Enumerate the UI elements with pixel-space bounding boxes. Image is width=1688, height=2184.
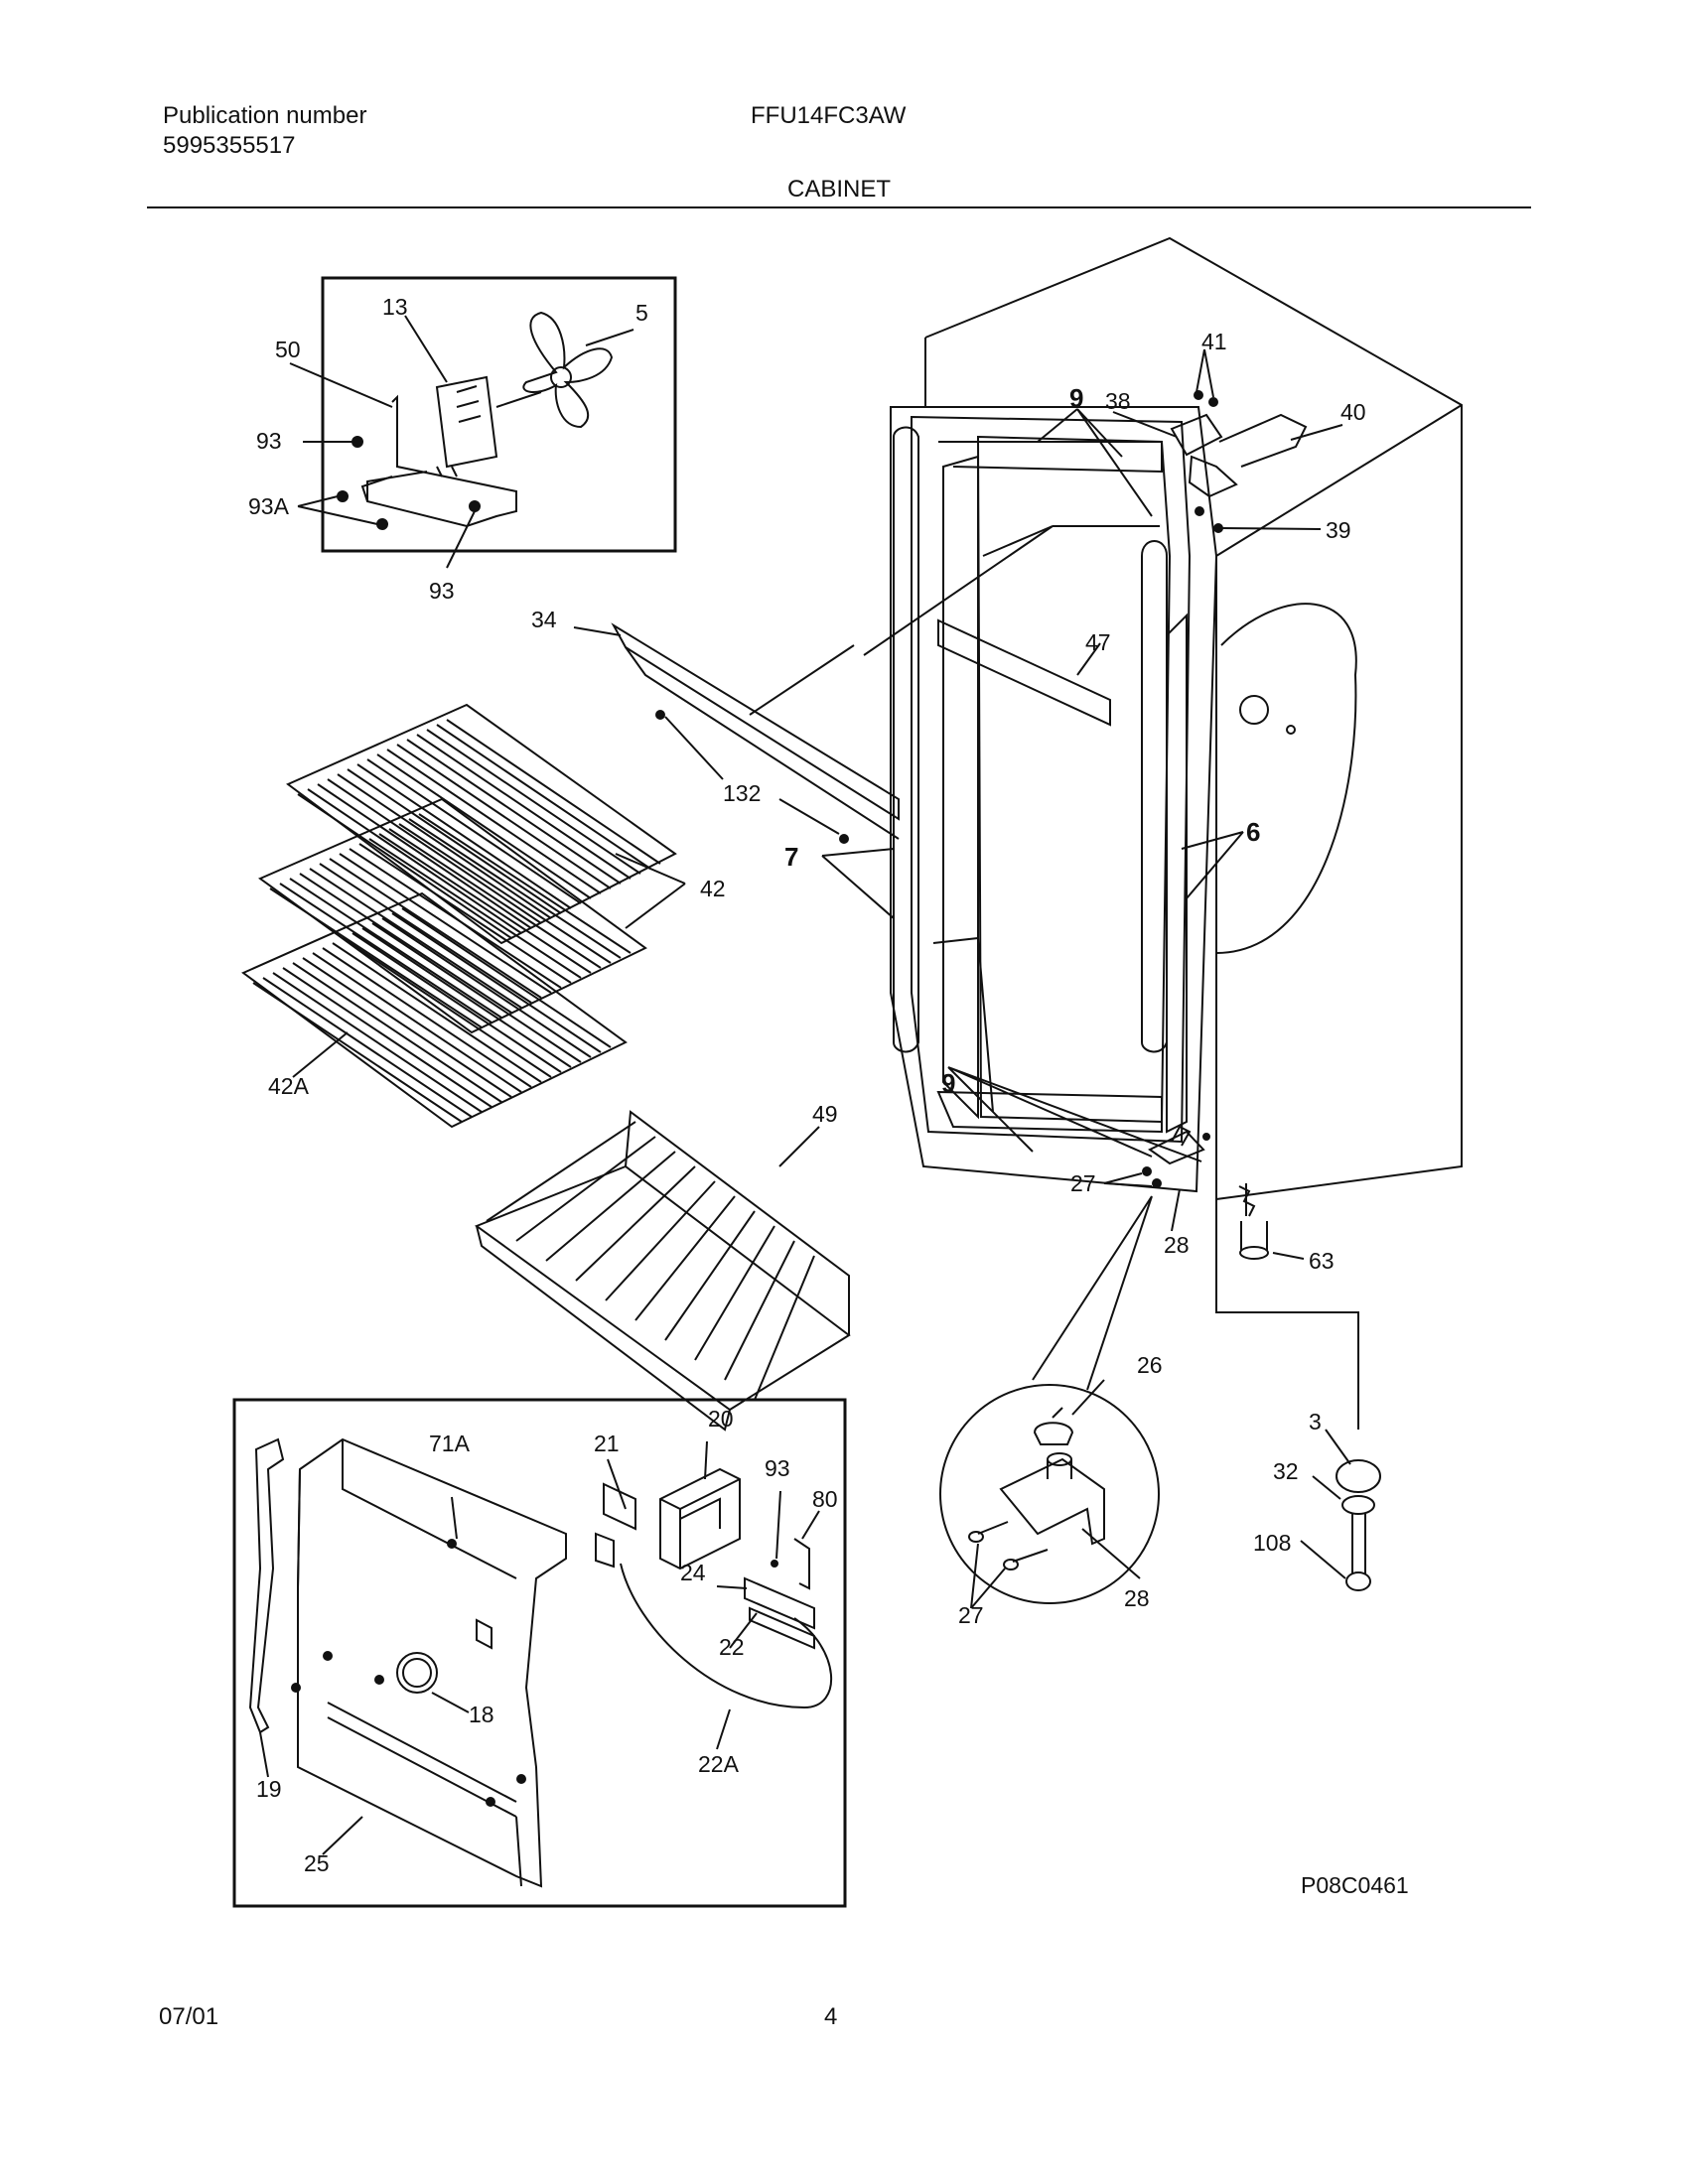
callout-42: 42	[700, 876, 726, 901]
callout-27-upper: 27	[1070, 1170, 1096, 1196]
callout-7: 7	[784, 842, 798, 872]
thermostat-drawing	[595, 1467, 833, 1709]
fan-motor-drawing	[337, 311, 614, 530]
part-callouts: 13 5 50 93 93A 93 9 38 41 40 39 34 47 13…	[248, 294, 1409, 1898]
callout-28-detail: 28	[1124, 1585, 1150, 1611]
hinge-detail-circle	[939, 1384, 1160, 1604]
callout-27-detail: 27	[958, 1602, 984, 1628]
callout-93-inset: 93	[765, 1455, 790, 1481]
callout-50: 50	[275, 337, 301, 362]
callout-80: 80	[812, 1486, 838, 1512]
callout-9-bottom: 9	[941, 1068, 955, 1098]
callout-38: 38	[1105, 388, 1131, 414]
callout-132: 132	[723, 780, 761, 806]
callout-25: 25	[304, 1850, 330, 1876]
callout-41: 41	[1201, 329, 1227, 354]
footer-page-number: 4	[824, 2003, 838, 2030]
section-title: CABINET	[787, 176, 892, 203]
hinge-detail-drawing	[968, 1407, 1105, 1570]
callout-71A: 71A	[429, 1431, 471, 1456]
callout-22A: 22A	[698, 1751, 740, 1777]
callout-49: 49	[812, 1101, 838, 1127]
callout-93-lower: 93	[429, 578, 455, 604]
publication-label: Publication number	[163, 102, 367, 129]
callout-19: 19	[256, 1776, 282, 1802]
figure-id: P08C0461	[1301, 1872, 1409, 1898]
callout-40: 40	[1340, 399, 1366, 425]
callout-6: 6	[1246, 817, 1260, 847]
callout-3: 3	[1309, 1409, 1322, 1434]
callout-108: 108	[1253, 1530, 1291, 1556]
bottom-hinge-drawing	[1142, 1125, 1210, 1188]
cover-inset-box	[232, 1398, 847, 1908]
header-rule	[147, 206, 1531, 208]
model-number: FFU14FC3AW	[751, 102, 907, 129]
callout-26: 26	[1137, 1352, 1163, 1378]
callout-5: 5	[635, 300, 648, 326]
callout-32: 32	[1273, 1458, 1299, 1484]
callout-18: 18	[469, 1702, 494, 1727]
basket-drawing	[474, 1110, 851, 1432]
callout-63: 63	[1309, 1248, 1335, 1274]
callout-9-top: 9	[1069, 383, 1083, 413]
fan-inset-box	[321, 276, 677, 553]
callout-22: 22	[719, 1634, 745, 1660]
wire-shelves-drawing	[241, 703, 677, 1129]
callout-42A: 42A	[268, 1073, 310, 1099]
callout-39: 39	[1326, 517, 1351, 543]
callout-21: 21	[594, 1431, 620, 1456]
callout-93A: 93A	[248, 493, 290, 519]
cabinet-body-drawing	[890, 236, 1463, 1200]
evaporator-cover-drawing	[248, 1437, 567, 1888]
callout-34: 34	[531, 607, 557, 632]
callout-93-upper: 93	[256, 428, 282, 454]
publication-number: 5995355517	[163, 132, 296, 159]
footer-date: 07/01	[159, 2003, 219, 2030]
callout-47: 47	[1085, 629, 1111, 655]
callout-24: 24	[680, 1560, 706, 1585]
shelf-bracket-drawing	[611, 622, 900, 844]
callout-28-upper: 28	[1164, 1232, 1190, 1258]
callout-20: 20	[708, 1406, 734, 1432]
callout-13: 13	[382, 294, 408, 320]
